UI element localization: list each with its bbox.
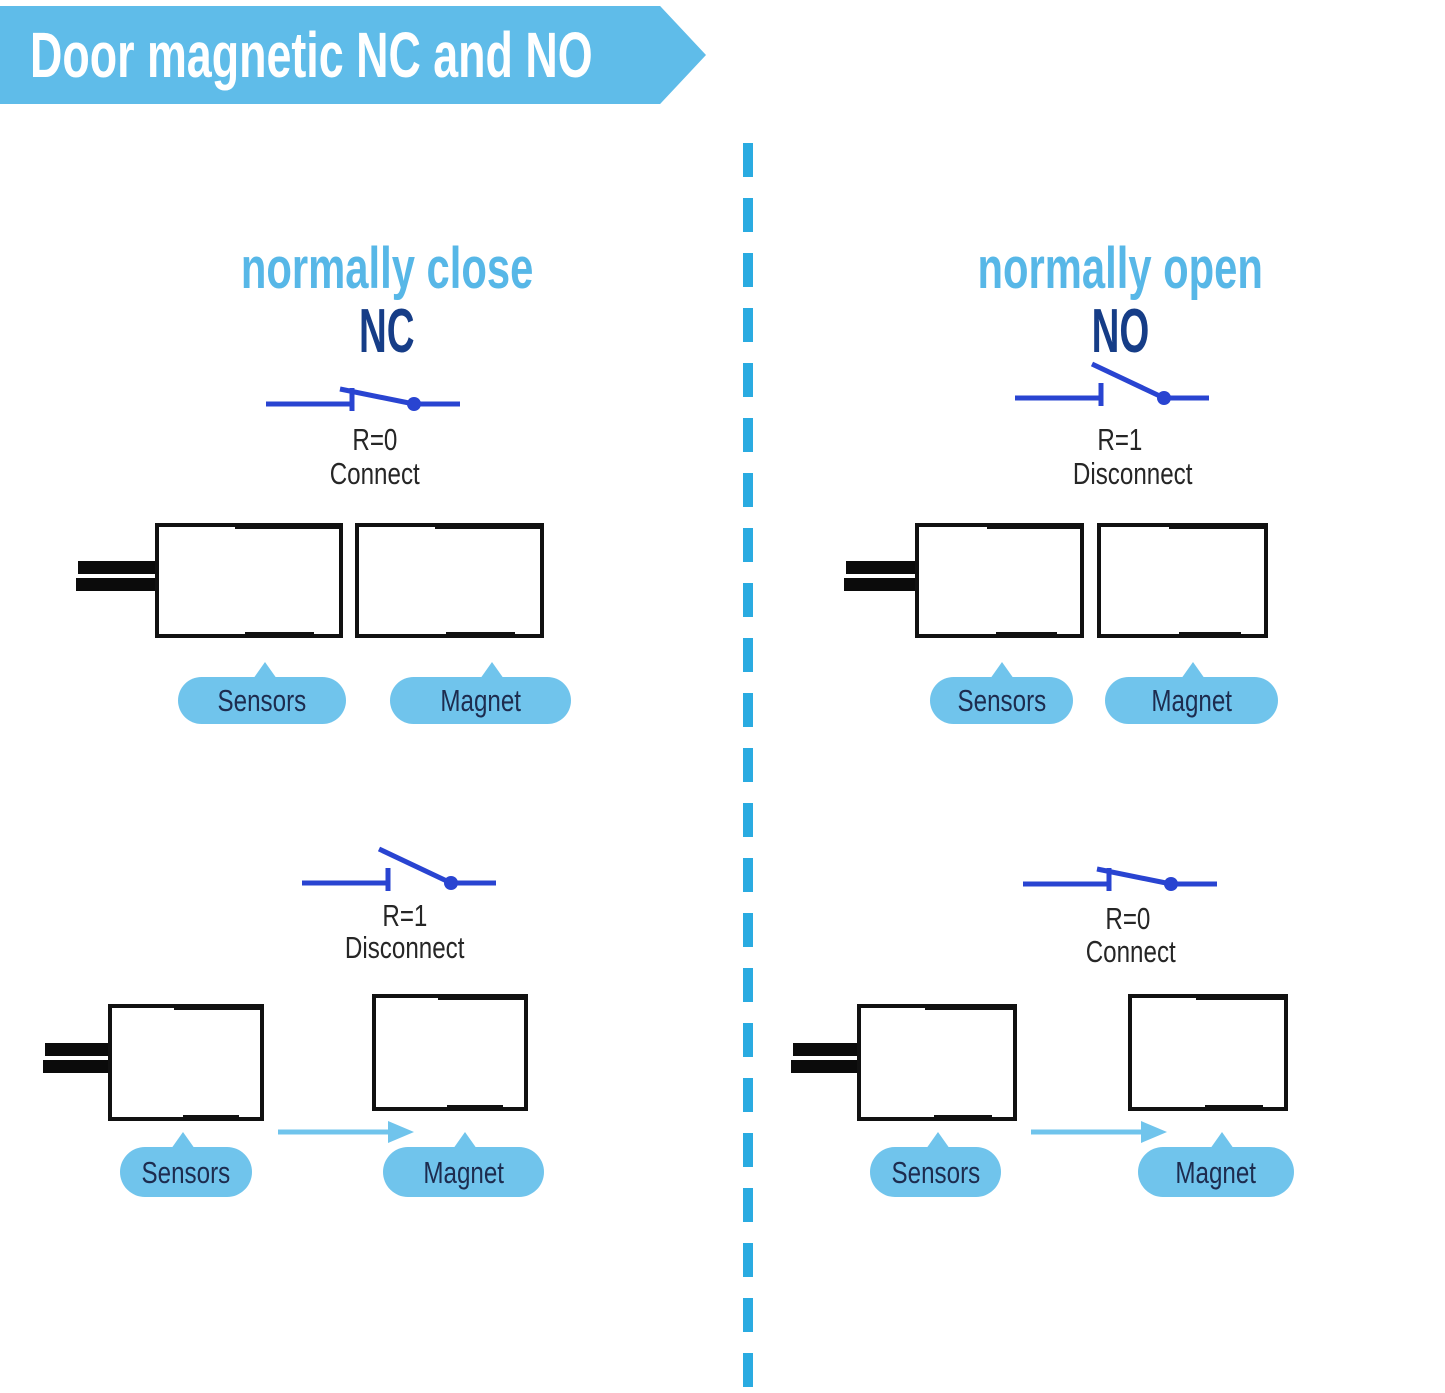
sensor-label: Sensors <box>217 683 307 718</box>
magnet-label: Magnet <box>440 683 521 718</box>
label-pointer <box>253 662 277 679</box>
closed-switch-icon <box>266 386 460 411</box>
right-arrow-icon <box>278 1121 414 1143</box>
magnet-label: Magnet <box>423 1154 504 1190</box>
nc-abbr-text: NC <box>359 297 415 366</box>
nc-top-state-label: Connect <box>329 456 421 491</box>
nc-top-sensor-label-pill: Sensors <box>178 662 346 724</box>
label-pointer <box>171 1132 195 1149</box>
no-bottom-sensor-box <box>857 1004 1017 1121</box>
no-heading: normally open <box>870 240 1370 298</box>
open-switch-icon <box>302 846 496 891</box>
nc-bottom-sensor-label-pill: Sensors <box>120 1132 252 1197</box>
no-top-sensor-label-pill: Sensors <box>930 662 1073 724</box>
right-arrow-icon <box>1031 1121 1167 1143</box>
sensor-wires <box>78 561 158 574</box>
label-pointer <box>926 1132 950 1149</box>
closed-switch-icon <box>1023 866 1217 891</box>
nc-bottom-state-label: Disconnect <box>345 930 465 965</box>
sensor-wires <box>45 1043 112 1056</box>
no-top-magnet-box <box>1097 523 1268 638</box>
magnet-label: Magnet <box>1151 683 1232 718</box>
no-bottom-magnet-label-pill: Magnet <box>1138 1132 1294 1197</box>
page-title: Door magnetic NC and NO <box>30 19 593 91</box>
no-bottom-state-label: Connect <box>1085 934 1177 969</box>
label-pointer <box>1210 1132 1234 1149</box>
sensor-label: Sensors <box>141 1154 231 1190</box>
sensor-wires <box>846 561 918 574</box>
label-pointer <box>1181 662 1205 679</box>
nc-heading-text: normally close <box>240 236 534 301</box>
sensor-wires <box>791 1060 859 1073</box>
sensor-wires <box>844 578 917 591</box>
sensor-label: Sensors <box>957 683 1046 718</box>
nc-abbr: NC <box>137 301 637 363</box>
sensor-wires <box>793 1043 860 1056</box>
nc-bottom-sensor-box <box>108 1004 264 1121</box>
open-switch-icon <box>1015 361 1209 406</box>
no-top-state-label: Disconnect <box>1073 456 1193 491</box>
sensor-wires <box>76 578 157 591</box>
nc-top-sensor-box <box>155 523 343 638</box>
no-bottom-resistance-label: R=0 <box>1105 901 1151 936</box>
sensor-wires <box>43 1060 111 1073</box>
nc-top-magnet-label-pill: Magnet <box>390 662 571 724</box>
magnet-label: Magnet <box>1175 1154 1257 1190</box>
label-pointer <box>990 662 1014 679</box>
no-bottom-sensor-label-pill: Sensors <box>870 1132 1001 1197</box>
nc-bottom-magnet-box <box>372 994 528 1111</box>
nc-bottom-magnet-label-pill: Magnet <box>383 1132 544 1197</box>
nc-heading: normally close <box>137 240 637 298</box>
no-top-resistance-label: R=1 <box>1097 422 1143 457</box>
nc-top-resistance-label: R=0 <box>352 422 398 457</box>
nc-bottom-resistance-label: R=1 <box>382 898 428 933</box>
no-top-sensor-box <box>915 523 1084 638</box>
no-abbr: NO <box>870 301 1370 363</box>
no-abbr-text: NO <box>1091 297 1149 366</box>
dashed-divider <box>743 143 753 1393</box>
no-bottom-magnet-box <box>1128 994 1288 1111</box>
label-pointer <box>480 662 504 679</box>
title-banner: Door magnetic NC and NO <box>0 6 706 104</box>
sensor-label: Sensors <box>891 1154 980 1190</box>
nc-top-magnet-box <box>355 523 544 638</box>
no-heading-text: normally open <box>977 236 1263 301</box>
label-pointer <box>453 1132 477 1149</box>
no-top-magnet-label-pill: Magnet <box>1105 662 1278 724</box>
